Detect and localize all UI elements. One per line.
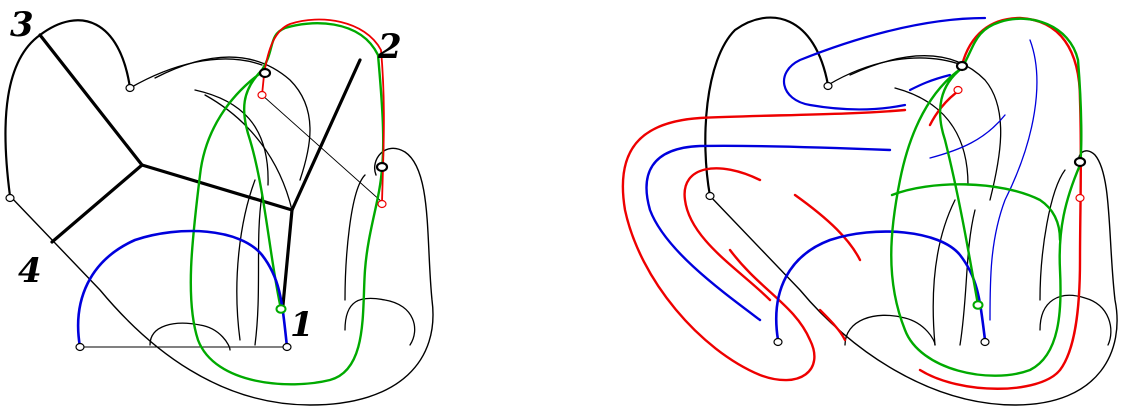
label-4: 4 <box>18 251 42 291</box>
right-blue-strands <box>645 16 1038 342</box>
red-outer-loop <box>621 108 907 382</box>
spine-edge-2 <box>290 58 362 212</box>
left-black-strands <box>4 19 434 406</box>
spine-edge-center <box>140 163 294 212</box>
endpoint-dot <box>705 191 715 201</box>
strand-left-diag <box>9 147 434 406</box>
endpoint-dot <box>377 199 387 209</box>
endpoint-dot <box>75 342 85 352</box>
left-endpoints <box>5 67 389 352</box>
strand-top-b <box>154 56 311 181</box>
strand-mid-a <box>894 87 969 186</box>
strand-top-a <box>827 57 963 86</box>
strand-bottom-bump <box>149 322 231 351</box>
endpoint-dot <box>282 342 292 352</box>
blue-thin-mid <box>929 114 1006 159</box>
endpoint-dot-green <box>275 304 287 314</box>
left-green-strand <box>189 22 385 386</box>
green-left-drop <box>890 66 1082 377</box>
strand-right-loop <box>344 174 366 301</box>
strand-lower-b <box>254 194 263 346</box>
left-red-strand <box>261 18 385 203</box>
strand-top-b <box>849 55 1002 201</box>
strand-thin-diag <box>261 94 383 203</box>
endpoint-dot-green <box>972 300 984 310</box>
blue-thin-right <box>989 39 1038 321</box>
endpoint-dot <box>257 90 267 100</box>
endpoint-dot-thick <box>1073 156 1087 168</box>
left-spine-graph <box>38 33 362 307</box>
blue-top-arc <box>782 16 987 111</box>
strand-bottom-bump <box>844 314 936 346</box>
endpoint-dot <box>980 337 990 347</box>
strand-mid-b <box>204 94 293 211</box>
strand-lower-b <box>959 209 976 346</box>
label-1: 1 <box>290 305 314 345</box>
spine-edge-4 <box>50 163 144 244</box>
endpoint-dot <box>773 337 783 347</box>
right-diagram <box>621 16 1118 406</box>
strand-arc-3 <box>4 19 132 198</box>
endpoint-dot <box>953 85 963 95</box>
red-short-c <box>818 308 847 342</box>
red-inner-loop <box>683 167 772 302</box>
blue-bottom-arc <box>774 230 987 342</box>
strand-right-bump <box>344 297 416 346</box>
strand-diag-long <box>709 150 1118 406</box>
label-2: 2 <box>377 27 402 67</box>
strand-right-bump <box>1039 294 1112 346</box>
right-black-strands <box>704 16 1118 406</box>
endpoint-dot <box>5 193 15 203</box>
endpoint-dot-thick <box>258 67 272 79</box>
blue-left-loop <box>645 144 892 322</box>
left-blue-strand <box>76 229 289 349</box>
strand-top-a <box>129 58 263 89</box>
right-green-strands <box>890 17 1083 377</box>
blue-short-a <box>908 73 952 92</box>
endpoint-dot-thick <box>375 161 389 173</box>
spine-edge-1 <box>281 208 294 307</box>
strand-arc-top-left <box>704 16 830 198</box>
right-endpoints <box>705 60 1087 347</box>
strand-lower-a <box>932 199 956 346</box>
endpoint-dot-thick <box>955 60 969 72</box>
green-cross-bar <box>890 183 1062 242</box>
endpoint-dot <box>823 81 833 91</box>
strand-lower-a <box>236 179 256 341</box>
green-main-loop <box>938 17 1083 307</box>
endpoint-dot <box>1075 193 1085 203</box>
left-diagram: 3 2 4 1 <box>4 5 434 406</box>
red-short-b <box>793 193 862 262</box>
strand-right-loop <box>1039 169 1066 301</box>
spine-edge-3 <box>38 33 144 167</box>
strand-mid-a <box>194 89 269 186</box>
endpoint-dot <box>125 83 135 93</box>
label-3: 3 <box>10 5 34 45</box>
